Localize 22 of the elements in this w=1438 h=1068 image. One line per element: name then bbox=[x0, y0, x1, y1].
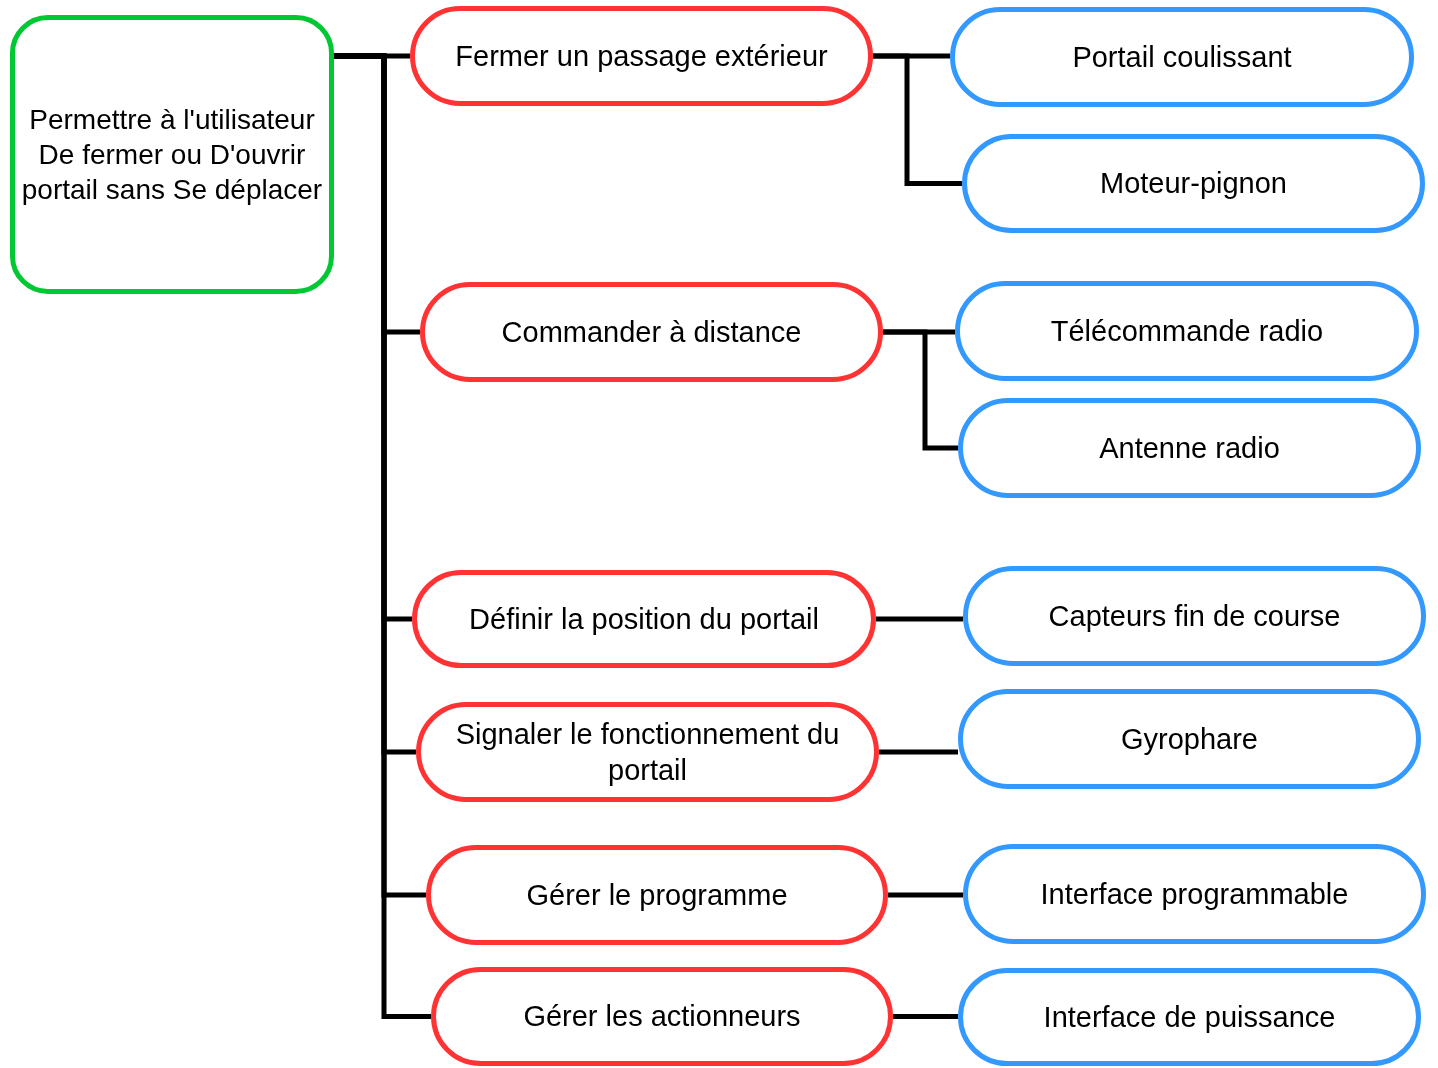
box-label: Commander à distance bbox=[501, 314, 802, 350]
connector-line bbox=[888, 892, 963, 898]
connector-line bbox=[883, 329, 958, 451]
box-label: Permettre à l'utilisateur De fermer ou D'ouvrir portail sans Se déplacer bbox=[20, 103, 324, 207]
box-label: Interface programmable bbox=[1040, 876, 1349, 912]
connector-line bbox=[893, 1014, 958, 1019]
box-label: Télécommande radio bbox=[1050, 313, 1324, 349]
connector-line bbox=[879, 749, 958, 755]
box-label: Définir la position du portail bbox=[469, 601, 819, 637]
box-label: Gérer le programme bbox=[526, 877, 788, 913]
box-label: Antenne radio bbox=[1099, 430, 1280, 466]
box-label: Capteurs fin de course bbox=[1048, 598, 1341, 634]
connector-line bbox=[873, 53, 962, 186]
box-label: Moteur-pignon bbox=[1100, 166, 1287, 202]
box-label: Signaler le fonctionnement du portail bbox=[454, 716, 841, 788]
box-label: Gérer les actionneurs bbox=[523, 999, 801, 1035]
box-label: Portail coulissant bbox=[1072, 39, 1292, 75]
box-label: Interface de puissance bbox=[1043, 999, 1336, 1035]
box-label: Fermer un passage extérieur bbox=[455, 38, 828, 74]
box-label: Gyrophare bbox=[1121, 721, 1258, 757]
goal-box bbox=[10, 15, 334, 294]
connector-line bbox=[876, 616, 963, 622]
